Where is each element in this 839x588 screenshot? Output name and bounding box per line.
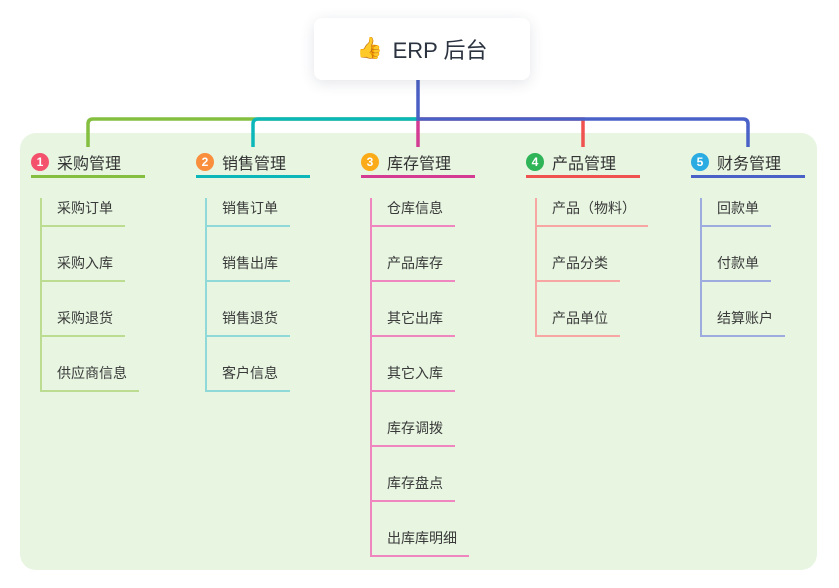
child-node[interactable]: 销售订单 bbox=[207, 198, 290, 227]
root-node-label: ERP 后台 bbox=[392, 38, 488, 63]
branch-number-badge: 2 bbox=[196, 152, 214, 171]
branch-label: 库存管理 bbox=[387, 155, 452, 173]
branch-inventory-header[interactable]: 3 库存管理 bbox=[361, 148, 475, 178]
branch-finance: 5 财务管理 回款单 付款单 结算账户 bbox=[691, 148, 839, 337]
branch-finance-header[interactable]: 5 财务管理 bbox=[691, 148, 805, 178]
child-node[interactable]: 销售出库 bbox=[207, 253, 290, 282]
child-node[interactable]: 产品分类 bbox=[537, 253, 620, 282]
child-node[interactable]: 结算账户 bbox=[702, 308, 785, 337]
child-node[interactable]: 其它出库 bbox=[372, 308, 455, 337]
branch-inventory-children: 仓库信息 产品库存 其它出库 其它入库 库存调拨 库存盘点 出库库明细 bbox=[370, 198, 469, 557]
child-node[interactable]: 库存盘点 bbox=[372, 473, 455, 502]
child-node[interactable]: 采购订单 bbox=[42, 198, 125, 227]
branch-finance-children: 回款单 付款单 结算账户 bbox=[700, 198, 785, 337]
branch-inventory: 3 库存管理 仓库信息 产品库存 其它出库 其它入库 库存调拨 库存盘点 出库库… bbox=[361, 148, 511, 557]
branch-purchase-children: 采购订单 采购入库 采购退货 供应商信息 bbox=[40, 198, 139, 392]
branch-number-badge: 1 bbox=[31, 152, 49, 171]
root-node[interactable]: 👍 ERP 后台 bbox=[314, 18, 530, 80]
child-node[interactable]: 出库库明细 bbox=[372, 528, 469, 557]
branch-number-badge: 4 bbox=[526, 152, 544, 171]
child-node[interactable]: 销售退货 bbox=[207, 308, 290, 337]
branch-product-header[interactable]: 4 产品管理 bbox=[526, 148, 640, 178]
child-node[interactable]: 其它入库 bbox=[372, 363, 455, 392]
branch-product: 4 产品管理 产品（物料） 产品分类 产品单位 bbox=[526, 148, 676, 337]
branch-product-children: 产品（物料） 产品分类 产品单位 bbox=[535, 198, 648, 337]
child-node[interactable]: 产品（物料） bbox=[537, 198, 648, 227]
branch-purchase: 1 采购管理 采购订单 采购入库 采购退货 供应商信息 bbox=[31, 148, 181, 392]
child-node[interactable]: 供应商信息 bbox=[42, 363, 139, 392]
child-node[interactable]: 回款单 bbox=[702, 198, 771, 227]
child-node[interactable]: 采购入库 bbox=[42, 253, 125, 282]
child-node[interactable]: 产品单位 bbox=[537, 308, 620, 337]
branch-label: 销售管理 bbox=[222, 155, 287, 173]
branch-number-badge: 3 bbox=[361, 152, 379, 171]
child-node[interactable]: 仓库信息 bbox=[372, 198, 455, 227]
branch-label: 采购管理 bbox=[57, 155, 122, 173]
branch-label: 财务管理 bbox=[717, 155, 782, 173]
child-node[interactable]: 采购退货 bbox=[42, 308, 125, 337]
branch-sales-header[interactable]: 2 销售管理 bbox=[196, 148, 310, 178]
branch-purchase-header[interactable]: 1 采购管理 bbox=[31, 148, 145, 178]
child-node[interactable]: 付款单 bbox=[702, 253, 771, 282]
branch-label: 产品管理 bbox=[552, 155, 617, 173]
child-node[interactable]: 产品库存 bbox=[372, 253, 455, 282]
branch-sales: 2 销售管理 销售订单 销售出库 销售退货 客户信息 bbox=[196, 148, 346, 392]
child-node[interactable]: 库存调拨 bbox=[372, 418, 455, 447]
thumbs-up-icon: 👍 bbox=[356, 37, 383, 60]
mindmap-background-panel bbox=[20, 133, 817, 570]
branch-sales-children: 销售订单 销售出库 销售退货 客户信息 bbox=[205, 198, 290, 392]
branch-number-badge: 5 bbox=[691, 152, 709, 171]
child-node[interactable]: 客户信息 bbox=[207, 363, 290, 392]
